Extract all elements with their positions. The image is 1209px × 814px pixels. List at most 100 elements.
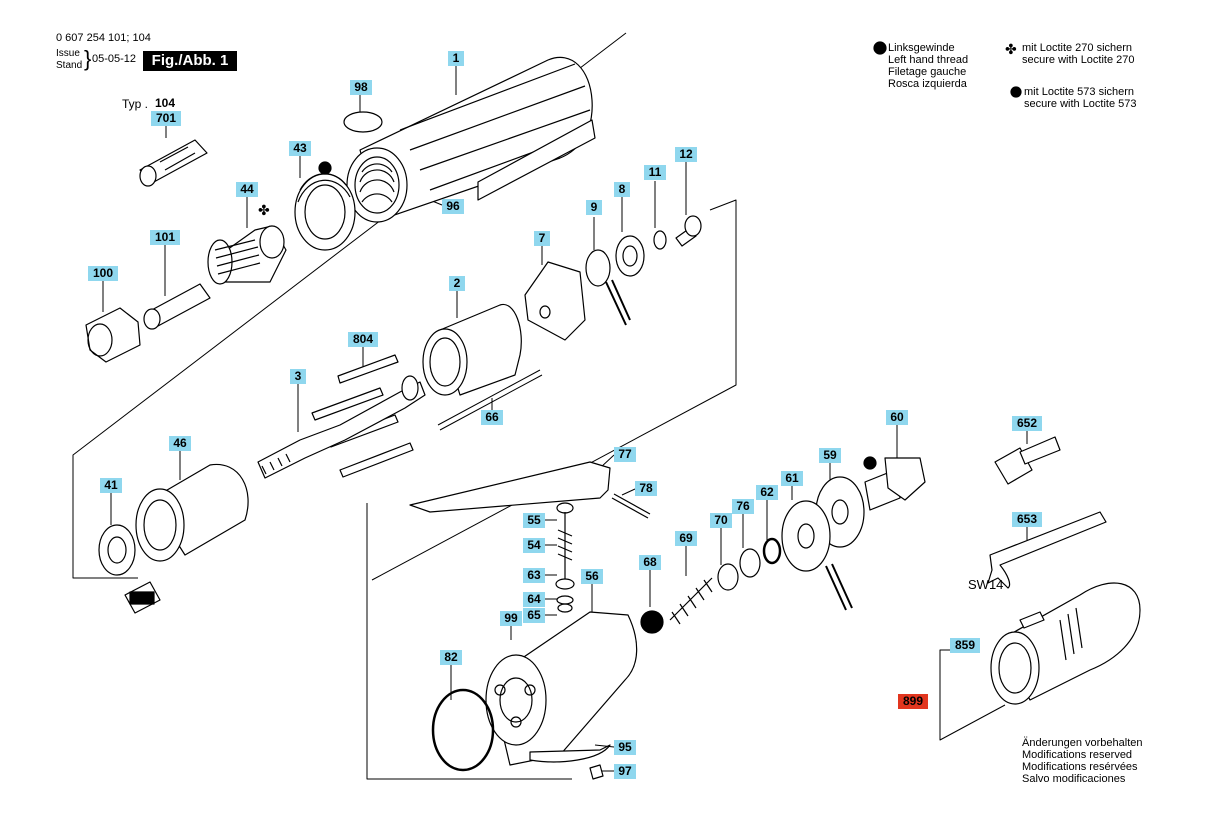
part-label-3: 3 — [290, 369, 306, 384]
loctite-573-dot-60 — [863, 456, 877, 470]
part-label-64: 64 — [523, 592, 545, 607]
part-44-nut — [207, 225, 287, 285]
part-62-oring — [762, 537, 782, 565]
part-number: 0 607 254 101; 104 — [56, 32, 151, 44]
part-69-spring — [669, 577, 713, 625]
part-label-65: 65 — [523, 608, 545, 623]
left-thread-marker-43 — [318, 161, 332, 175]
part-65-oring — [557, 603, 573, 613]
part-56-handle — [485, 611, 638, 766]
part-label-859: 859 — [950, 638, 980, 653]
legend-left-thread-2: Left hand thread — [888, 54, 969, 66]
part-label-899: 899 — [898, 694, 928, 709]
legend-loctite-573-2: secure with Loctite 573 — [1024, 98, 1137, 110]
footer-line-3: Modifications resérvées — [1022, 761, 1138, 773]
part-label-95: 95 — [614, 740, 636, 755]
part-label-78: 78 — [635, 481, 657, 496]
part-9-washer — [585, 249, 611, 287]
part-12-screw — [675, 215, 702, 247]
part-98-oring — [343, 111, 383, 133]
part-label-68: 68 — [639, 555, 661, 570]
part-label-97: 97 — [614, 764, 636, 779]
part-2-cylinder — [422, 303, 522, 396]
brace: } — [84, 46, 92, 71]
part-label-99: 99 — [500, 611, 522, 626]
part-label-56: 56 — [581, 569, 603, 584]
legend-left-thread-3: Filetage gauche — [888, 66, 967, 78]
part-label-98: 98 — [350, 80, 372, 95]
part-95-clip — [529, 744, 611, 763]
part-3-rotor — [257, 375, 426, 479]
part-label-43: 43 — [289, 141, 311, 156]
part-64-washer — [556, 595, 574, 605]
part-label-54: 54 — [523, 538, 545, 553]
part-97-screw — [589, 764, 604, 780]
leader-lines — [102, 66, 1028, 772]
part-66-pin — [437, 369, 543, 431]
stand-label: Stand — [56, 60, 83, 71]
part-label-76: 76 — [732, 499, 754, 514]
part-label-804: 804 — [348, 332, 378, 347]
part-701-collet — [139, 139, 208, 187]
part-label-8: 8 — [614, 182, 630, 197]
footer-line-4: Salvo modificaciones — [1022, 773, 1126, 785]
legend-loctite-270-2: secure with Loctite 270 — [1022, 54, 1135, 66]
part-43-ring — [294, 173, 356, 251]
part-label-44: 44 — [236, 182, 258, 197]
issue-date: 05-05-12 — [92, 53, 137, 65]
part-label-70: 70 — [710, 513, 732, 528]
type-value: 104 — [155, 96, 176, 110]
part-label-701: 701 — [151, 111, 181, 126]
part-859-hose — [990, 582, 1141, 705]
part-label-652: 652 — [1012, 416, 1042, 431]
part-96-label — [477, 119, 596, 201]
footer-line-1: Änderungen vorbehalten — [1022, 737, 1143, 749]
part-label-41: 41 — [100, 478, 122, 493]
clover-icon-44: ✤ — [258, 202, 270, 218]
footer-line-2: Modifications reserved — [1022, 749, 1133, 761]
type-label: Typ . — [122, 97, 149, 111]
part-1-housing — [346, 56, 593, 223]
part-label-55: 55 — [523, 513, 545, 528]
part-label-69: 69 — [675, 531, 697, 546]
part-70-filter — [717, 563, 739, 591]
legend-loctite-573-1: mit Loctite 573 sichern — [1024, 86, 1135, 98]
part-652-nipple — [994, 436, 1061, 485]
part-label-653: 653 — [1012, 512, 1042, 527]
part-label-11: 11 — [644, 165, 666, 180]
part-11-washer — [653, 230, 667, 250]
part-label-12: 12 — [675, 147, 697, 162]
part-54-spring — [557, 529, 573, 561]
part-label-46: 46 — [169, 436, 191, 451]
part-label-1: 1 — [448, 51, 464, 66]
wrench-size: SW14 — [968, 577, 1004, 592]
part-653-wrench — [987, 511, 1107, 589]
part-78-pin — [611, 493, 651, 519]
part-101-collet — [143, 283, 211, 330]
part-label-9: 9 — [586, 200, 602, 215]
part-46-endplate — [135, 463, 249, 562]
part-label-96: 96 — [442, 199, 464, 214]
part-61-seal — [781, 500, 853, 611]
part-label-82: 82 — [440, 650, 462, 665]
legend-left-thread-1: Linksgewinde — [888, 42, 955, 54]
part-41-bearing — [98, 524, 136, 576]
part-63-seal — [555, 578, 575, 590]
part-68-ball — [640, 610, 664, 634]
issue-label: Issue — [56, 48, 80, 59]
part-label-66: 66 — [481, 410, 503, 425]
part-76-sleeve — [739, 548, 761, 578]
part-label-59: 59 — [819, 448, 841, 463]
part-55-valve-stem — [556, 502, 574, 580]
part-label-60: 60 — [886, 410, 908, 425]
legend-left-thread-4: Rosca izquierda — [888, 78, 967, 90]
clover-icon: ✤ — [1005, 41, 1017, 57]
part-label-100: 100 — [88, 266, 118, 281]
part-82-oring — [431, 688, 495, 772]
legend-left-thread-icon — [873, 41, 887, 55]
part-label-77: 77 — [614, 447, 636, 462]
part-60-screw — [864, 457, 926, 511]
part-label-63: 63 — [523, 568, 545, 583]
